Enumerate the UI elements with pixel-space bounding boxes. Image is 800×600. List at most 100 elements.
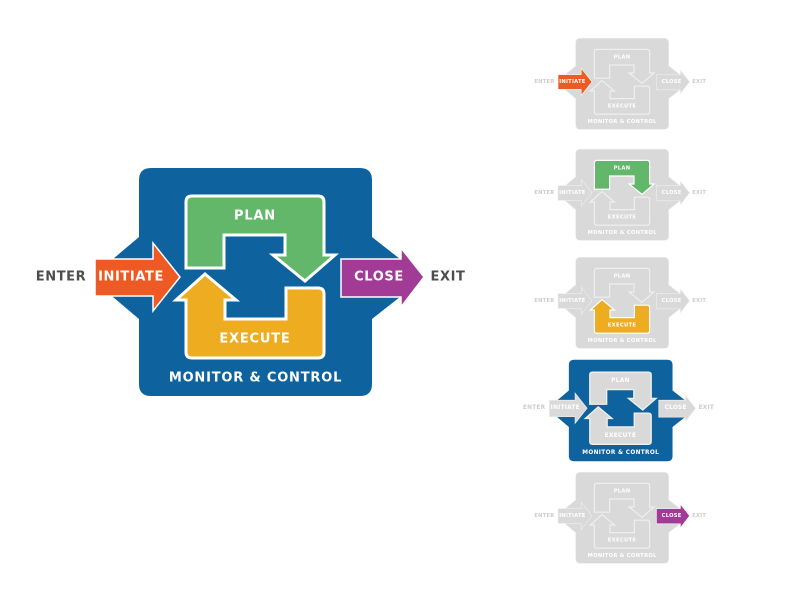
main-initiate-arrow-shape [94,240,181,314]
thumbnail-plan-close-phase[interactable]: CLOSE [656,180,690,206]
thumbnail-initiate-execute-phase[interactable]: EXECUTE [588,79,651,115]
main-execute-label: EXECUTE [219,332,290,347]
thumbnail-initiate-initiate-arrow-shape [557,67,593,97]
thumbnail-monitor-control-initiate-label: INITIATE [551,405,580,411]
thumbnail-execute-initiate-label: INITIATE [559,298,585,304]
thumbnail-close-close-label: CLOSE [662,513,682,519]
thumbnail-initiate-monitor-control-outline [564,37,681,130]
thumbnail-plan-initiate-arrow-shape [557,178,593,208]
thumbnail-close-plan-arrow-shape [593,482,656,519]
thumbnail-plan-initiate-label: INITIATE [559,190,585,196]
thumbnail-close-plan-phase[interactable]: PLAN [593,482,656,519]
thumbnail-monitor-control-monitor-control-label: MONITOR & CONTROL [582,450,659,456]
thumbnail-execute-initiate-arrow-shape [557,286,593,316]
thumbnail-monitor-control-execute-arrow-shape [583,406,652,445]
thumbnail-initiate-monitor-control-label: MONITOR & CONTROL [588,119,658,125]
main-execute-arrow-shape [172,272,326,360]
thumbnail-monitor-control-close-arrow-shape [658,394,697,423]
thumbnail-execute-plan-label: PLAN [614,273,631,279]
thumbnail-initiate-close-label: CLOSE [662,79,682,85]
thumbnail-close-initiate-label: INITIATE [559,513,585,519]
thumbnail-close-monitor-control-outline [564,471,681,564]
thumbnail-monitor-control[interactable]: MONITOR & CONTROL EXECUTE PLAN INITIATE CLOS… [523,359,715,462]
thumbnail-close-execute-label: EXECUTE [608,538,637,544]
thumbnail-initiate-execute-arrow-shape [588,79,651,115]
thumbnail-close-close-phase[interactable]: CLOSE [656,503,690,529]
main-close-arrow-shape [340,245,425,310]
thumbnail-plan-initiate-phase[interactable]: INITIATE [557,178,593,208]
main-monitor-control-label: MONITOR & CONTROL [169,371,342,386]
thumbnail-close-initiate-phase[interactable]: INITIATE [557,501,593,531]
thumbnail-monitor-control-execute-label: EXECUTE [605,433,637,439]
thumbnail-plan-close-arrow-shape [656,180,690,206]
thumbnail-execute-exit-label: EXIT [692,298,706,304]
thumbnail-execute[interactable]: MONITOR & CONTROL EXECUTE PLAN INITIATE CLOS… [534,256,706,349]
thumbnail-close-monitor-control-label: MONITOR & CONTROL [588,553,658,559]
thumbnail-monitor-control-plan-phase[interactable]: PLAN [589,371,658,411]
thumbnail-execute-execute-label: EXECUTE [608,323,637,329]
main-initiate-phase[interactable]: INITIATE [94,240,181,314]
thumbnail-initiate-close-arrow-shape [656,69,690,95]
thumbnail-plan-monitor-control-label: MONITOR & CONTROL [588,230,658,236]
thumbnail-plan-execute-arrow-shape [588,190,651,226]
thumbnail-initiate-exit-label: EXIT [692,79,706,85]
thumbnail-close-close-arrow-shape [656,503,690,529]
thumbnail-initiate-plan-arrow-shape [593,48,656,85]
main-process-diagram: MONITOR & CONTROL EXECUTE PLAN INITIATE CLOS… [36,168,465,396]
thumbnail-close-execute-arrow-shape [588,513,651,549]
thumbnail-execute-execute-phase[interactable]: EXECUTE [588,298,651,334]
main-plan-arrow-shape [184,194,340,283]
thumbnail-plan-monitor-control-outline [564,148,681,241]
main-plan-phase[interactable]: PLAN [184,194,340,283]
thumbnail-monitor-control-initiate-phase[interactable]: INITIATE [548,392,588,425]
thumbnail-execute-monitor-control-outline [564,256,681,349]
thumbnail-close[interactable]: MONITOR & CONTROL EXECUTE PLAN INITIATE CLOS… [534,471,706,564]
thumbnail-monitor-control-close-phase[interactable]: CLOSE [658,394,697,423]
main-execute-phase[interactable]: EXECUTE [172,272,326,360]
thumbnail-monitor-control-initiate-arrow-shape [548,392,588,425]
thumbnail-execute-execute-arrow-shape [588,298,651,334]
thumbnail-execute-monitor-control-label: MONITOR & CONTROL [588,338,658,344]
thumbnail-close-exit-label: EXIT [692,513,706,519]
thumbnail-execute-initiate-phase[interactable]: INITIATE [557,286,593,316]
thumbnail-plan-plan-label: PLAN [614,165,631,171]
thumbnail-initiate-close-phase[interactable]: CLOSE [656,69,690,95]
thumbnail-plan-execute-phase[interactable]: EXECUTE [588,190,651,226]
thumbnail-monitor-control-enter-label: ENTER [523,405,546,411]
main-exit-label: EXIT [430,270,465,285]
thumbnail-plan-execute-label: EXECUTE [608,215,637,221]
main-initiate-label: INITIATE [98,270,164,285]
thumbnail-execute-close-phase[interactable]: CLOSE [656,288,690,314]
thumbnail-execute-enter-label: ENTER [534,298,554,304]
thumbnail-close-plan-label: PLAN [614,488,631,494]
thumbnail-initiate-initiate-label: INITIATE [559,79,585,85]
thumbnail-initiate-plan-label: PLAN [614,54,631,60]
thumbnail-plan-close-label: CLOSE [662,190,682,196]
thumbnail-close-execute-phase[interactable]: EXECUTE [588,513,651,549]
thumbnail-close-enter-label: ENTER [534,513,554,519]
thumbnail-plan-exit-label: EXIT [692,190,706,196]
thumbnail-monitor-control-plan-label: PLAN [611,378,630,384]
thumbnail-initiate-plan-phase[interactable]: PLAN [593,48,656,85]
thumbnail-execute-close-arrow-shape [656,288,690,314]
thumbnail-execute-plan-phase[interactable]: PLAN [593,267,656,304]
thumbnail-plan-enter-label: ENTER [534,190,554,196]
thumbnail-initiate-enter-label: ENTER [534,79,554,85]
thumbnail-execute-close-label: CLOSE [662,298,682,304]
thumbnail-plan-plan-phase[interactable]: PLAN [593,159,656,196]
main-close-label: CLOSE [354,270,404,285]
thumbnail-initiate[interactable]: MONITOR & CONTROL EXECUTE PLAN INITIATE CLOS… [534,37,706,130]
thumbnail-monitor-control-close-label: CLOSE [665,405,687,411]
thumbnail-close-initiate-arrow-shape [557,501,593,531]
phase-thumbnails: MONITOR & CONTROL EXECUTE PLAN INITIATE CLOS… [523,37,715,564]
main-close-phase[interactable]: CLOSE [340,245,425,310]
thumbnail-initiate-initiate-phase[interactable]: INITIATE [557,67,593,97]
main-enter-label: ENTER [36,270,87,285]
main-plan-label: PLAN [234,209,276,224]
thumbnail-monitor-control-exit-label: EXIT [699,405,715,411]
thumbnail-initiate-execute-label: EXECUTE [608,104,637,110]
thumbnail-monitor-control-plan-arrow-shape [589,371,658,411]
thumbnail-monitor-control-execute-phase[interactable]: EXECUTE [583,406,652,445]
thumbnail-plan[interactable]: MONITOR & CONTROL EXECUTE PLAN INITIATE CLOS… [534,148,706,241]
